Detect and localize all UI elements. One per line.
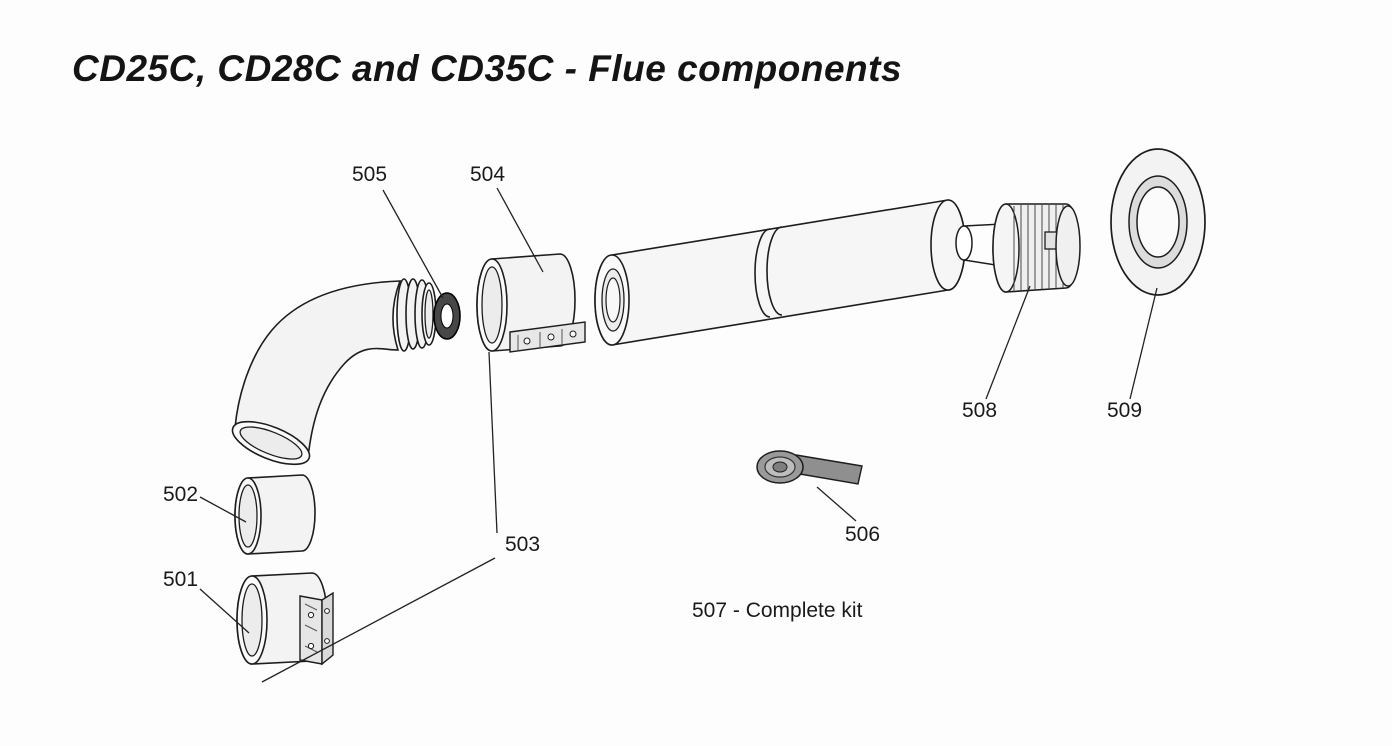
bracket-screw — [324, 638, 330, 644]
tape-roll-core — [772, 461, 788, 473]
clamp-screw — [523, 337, 531, 345]
tape-strip — [793, 454, 863, 485]
terminal-spigot-rim — [955, 225, 973, 261]
part-504-label: 504 — [470, 163, 505, 186]
terminal-left-cap — [992, 203, 1020, 293]
clamp-screw — [569, 330, 577, 338]
part-501-leader-line — [199, 588, 250, 634]
part-503-elbow-drawing — [231, 278, 437, 466]
part-503-label: 503 — [505, 533, 540, 556]
part-509-label: 509 — [1107, 399, 1142, 422]
bracket-hatch — [304, 624, 318, 632]
sleeve-bore — [238, 484, 258, 548]
part-504-collar-drawing — [476, 253, 586, 353]
part-505-leader-line — [382, 189, 444, 299]
bracket-collar-bore — [241, 583, 263, 657]
part-509-leader-line — [1129, 287, 1158, 400]
ring-hole — [1136, 186, 1180, 258]
part-509-wall-ring-drawing — [1110, 148, 1206, 296]
part-501-bracket-collar-drawing — [236, 572, 334, 666]
terminal-right-cap — [1055, 205, 1081, 287]
gasket-hole — [440, 303, 454, 329]
part-504-leader-line — [496, 187, 544, 273]
elbow-lower-mouth-inner — [239, 426, 303, 460]
coaxial-flue-tube-drawing — [594, 199, 966, 346]
part-506-tape-drawing — [756, 450, 863, 485]
part-502-sleeve-drawing — [234, 474, 316, 555]
part-508-terminal-drawing — [955, 203, 1081, 293]
tube-inner-pipe-bore — [605, 277, 621, 323]
bracket-plate — [299, 595, 323, 665]
collar-bore — [481, 266, 503, 344]
clamp-screw — [547, 333, 555, 341]
page-title: CD25C, CD28C and CD35C - Flue components — [72, 48, 903, 89]
bracket-screw — [324, 608, 330, 614]
part-508-leader-line — [985, 285, 1031, 400]
bracket-screw — [307, 642, 315, 650]
complete-kit-caption: 507 - Complete kit — [692, 599, 863, 622]
bracket-screw — [307, 611, 315, 619]
part-505-gasket-drawing — [433, 292, 461, 340]
part-502-label: 502 — [163, 483, 198, 506]
leader-lines — [199, 187, 1158, 683]
bracket-flange — [321, 591, 334, 666]
part-506-leader-line — [816, 486, 857, 522]
tube-joint-seam — [754, 228, 771, 318]
elbow-outlet-bore — [424, 289, 434, 339]
part-503-leader-line-upper — [488, 351, 498, 534]
part-503-leader-line-lower — [261, 557, 496, 683]
tube-body — [594, 199, 966, 346]
bracket-hatch — [304, 603, 318, 611]
part-508-label: 508 — [962, 399, 997, 422]
part-506-label: 506 — [845, 523, 880, 546]
tube-joint-seam — [766, 226, 783, 316]
part-502-leader-line — [199, 496, 247, 523]
part-505-label: 505 — [352, 163, 387, 186]
part-501-label: 501 — [163, 568, 198, 591]
